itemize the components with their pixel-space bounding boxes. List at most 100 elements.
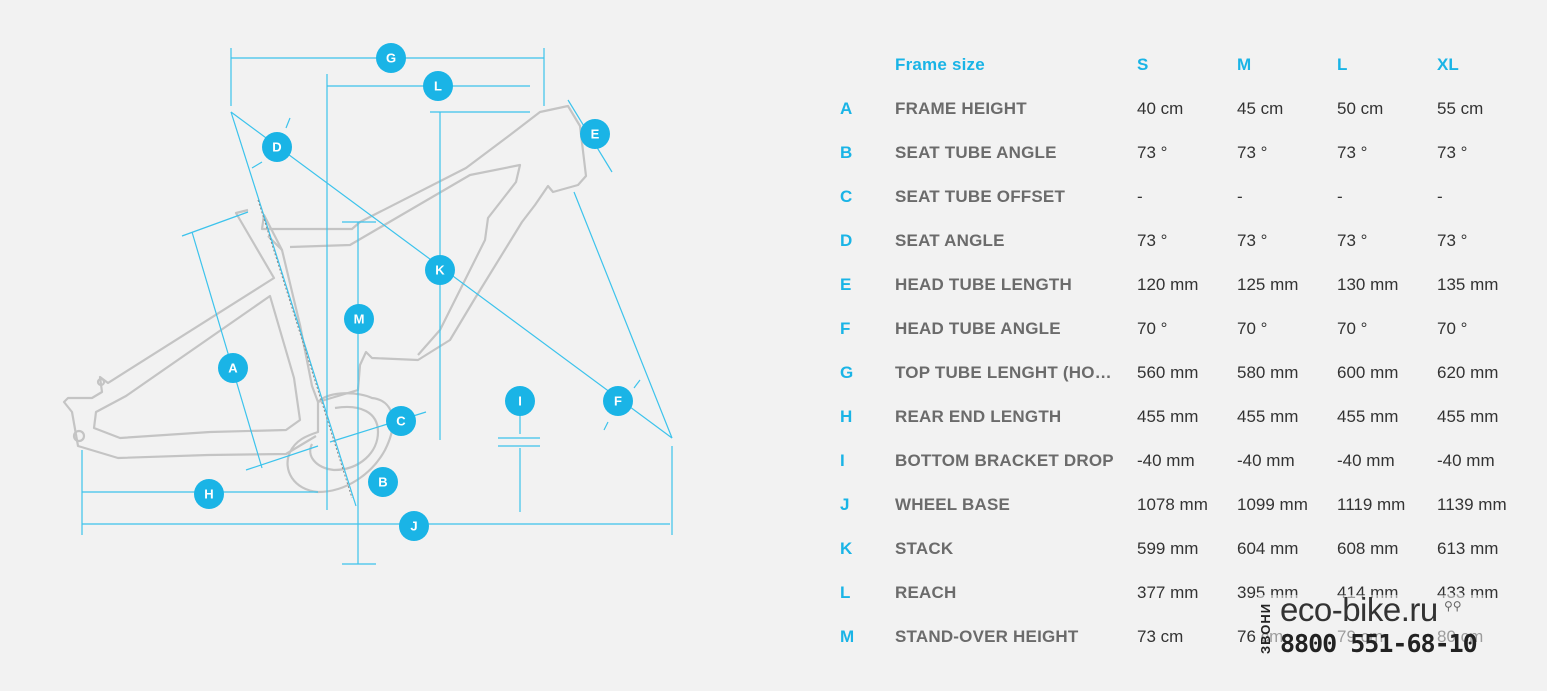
frame-geometry-diagram: G L D E K M A C I F B H J <box>62 43 673 565</box>
row-value-m: 45 cm <box>1237 99 1284 118</box>
row-value-s: 455 mm <box>1137 407 1199 426</box>
row-value-l: 455 mm <box>1337 407 1399 426</box>
marker-m: M <box>344 304 374 334</box>
row-value-l: -40 mm <box>1337 451 1395 470</box>
svg-text:K: K <box>435 263 445 278</box>
row-value-m: 73 ° <box>1237 231 1268 250</box>
row-value-xl: 135 mm <box>1437 275 1499 294</box>
row-value-m: - <box>1237 187 1243 206</box>
marker-f: F <box>603 386 633 416</box>
row-value-xl: 70 ° <box>1437 319 1468 338</box>
row-value-s: 120 mm <box>1137 275 1199 294</box>
row-letter: I <box>840 451 845 470</box>
row-value-xl: 55 cm <box>1437 99 1484 118</box>
marker-h: H <box>194 479 224 509</box>
watermark-phone: 8800 551-68-10 <box>1280 629 1478 658</box>
header-size-xl: XL <box>1437 55 1459 74</box>
geometry-table: Frame size S M L XL A FRAME HEIGHT 40 cm 45… <box>826 43 1537 659</box>
row-letter: L <box>840 583 851 602</box>
marker-c: C <box>386 406 416 436</box>
row-value-s: -40 mm <box>1137 451 1195 470</box>
row-letter: B <box>840 143 853 162</box>
row-letter: H <box>840 407 853 426</box>
row-measurement-name: HEAD TUBE ANGLE <box>895 319 1061 338</box>
row-value-xl: 1139 mm <box>1437 495 1507 514</box>
row-value-l: 73 ° <box>1337 231 1368 250</box>
table-row: A FRAME HEIGHT 40 cm 45 cm 50 cm 55 cm <box>826 87 1537 131</box>
header-size-l: L <box>1337 55 1348 74</box>
row-letter: J <box>840 495 850 514</box>
row-value-xl: - <box>1437 187 1443 206</box>
row-value-l: 50 cm <box>1337 99 1384 118</box>
row-measurement-name: WHEEL BASE <box>895 495 1011 514</box>
bike-icon: ⚲⚲ <box>1444 599 1462 613</box>
row-value-m: -40 mm <box>1237 451 1295 470</box>
marker-k: K <box>425 255 455 285</box>
row-measurement-name: SEAT TUBE ANGLE <box>895 143 1057 162</box>
row-measurement-name: TOP TUBE LENGHT (HORIZ... <box>895 363 1137 382</box>
header-frame-size: Frame size <box>895 55 985 74</box>
marker-d: D <box>262 132 292 162</box>
svg-text:E: E <box>591 127 600 142</box>
row-value-xl: 455 mm <box>1437 407 1499 426</box>
svg-text:C: C <box>396 414 406 429</box>
svg-text:M: M <box>354 312 365 327</box>
row-value-xl: 613 mm <box>1437 539 1499 558</box>
row-letter: A <box>840 99 853 118</box>
row-value-l: - <box>1337 187 1343 206</box>
row-value-s: 73 cm <box>1137 627 1184 646</box>
row-value-l: 130 mm <box>1337 275 1399 294</box>
header-letter-cell <box>826 43 895 87</box>
row-value-m: 455 mm <box>1237 407 1299 426</box>
marker-l: L <box>423 71 453 101</box>
seat-tube-dotted-line <box>257 199 353 499</box>
marker-a: A <box>218 353 248 383</box>
row-value-m: 73 ° <box>1237 143 1268 162</box>
table-row: H REAR END LENGTH 455 mm 455 mm 455 mm 455 mm <box>826 395 1537 439</box>
row-letter: E <box>840 275 852 294</box>
row-letter: D <box>840 231 853 250</box>
row-measurement-name: REAR END LENGTH <box>895 407 1062 426</box>
svg-text:H: H <box>204 487 213 502</box>
row-measurement-name: STACK <box>895 539 954 558</box>
row-value-s: 1078 mm <box>1137 495 1208 514</box>
header-size-m: M <box>1237 55 1252 74</box>
marker-g: G <box>376 43 406 73</box>
row-value-s: 70 ° <box>1137 319 1168 338</box>
row-measurement-name: SEAT TUBE OFFSET <box>895 187 1066 206</box>
row-value-l: 1119 mm <box>1337 495 1406 514</box>
row-value-l: 608 mm <box>1337 539 1399 558</box>
row-value-s: 73 ° <box>1137 231 1168 250</box>
svg-text:G: G <box>386 51 396 66</box>
svg-text:I: I <box>518 394 522 409</box>
row-value-s: 40 cm <box>1137 99 1184 118</box>
table-header-row: Frame size S M L XL <box>826 43 1537 87</box>
marker-e: E <box>580 119 610 149</box>
row-measurement-name: REACH <box>895 583 957 602</box>
row-measurement-name: FRAME HEIGHT <box>895 99 1027 118</box>
row-value-l: 73 ° <box>1337 143 1368 162</box>
row-value-xl: 620 mm <box>1437 363 1499 382</box>
row-value-l: 70 ° <box>1337 319 1368 338</box>
row-letter: C <box>840 187 853 206</box>
header-size-s: S <box>1137 55 1149 74</box>
row-measurement-name: HEAD TUBE LENGTH <box>895 275 1072 294</box>
svg-text:B: B <box>378 475 387 490</box>
row-measurement-name: BOTTOM BRACKET DROP <box>895 451 1114 470</box>
svg-text:D: D <box>272 140 281 155</box>
row-letter: K <box>840 539 853 558</box>
row-value-s: 560 mm <box>1137 363 1199 382</box>
row-value-xl: 73 ° <box>1437 231 1468 250</box>
row-measurement-name: STAND-OVER HEIGHT <box>895 627 1079 646</box>
row-measurement-name: SEAT ANGLE <box>895 231 1005 250</box>
watermark-brand: eco-bike.ru <box>1280 591 1438 628</box>
row-letter: M <box>840 627 855 646</box>
watermark: ЗВОНИ eco-bike.ru ⚲⚲ 8800 551-68-10 <box>1258 591 1486 663</box>
row-value-s: 73 ° <box>1137 143 1168 162</box>
